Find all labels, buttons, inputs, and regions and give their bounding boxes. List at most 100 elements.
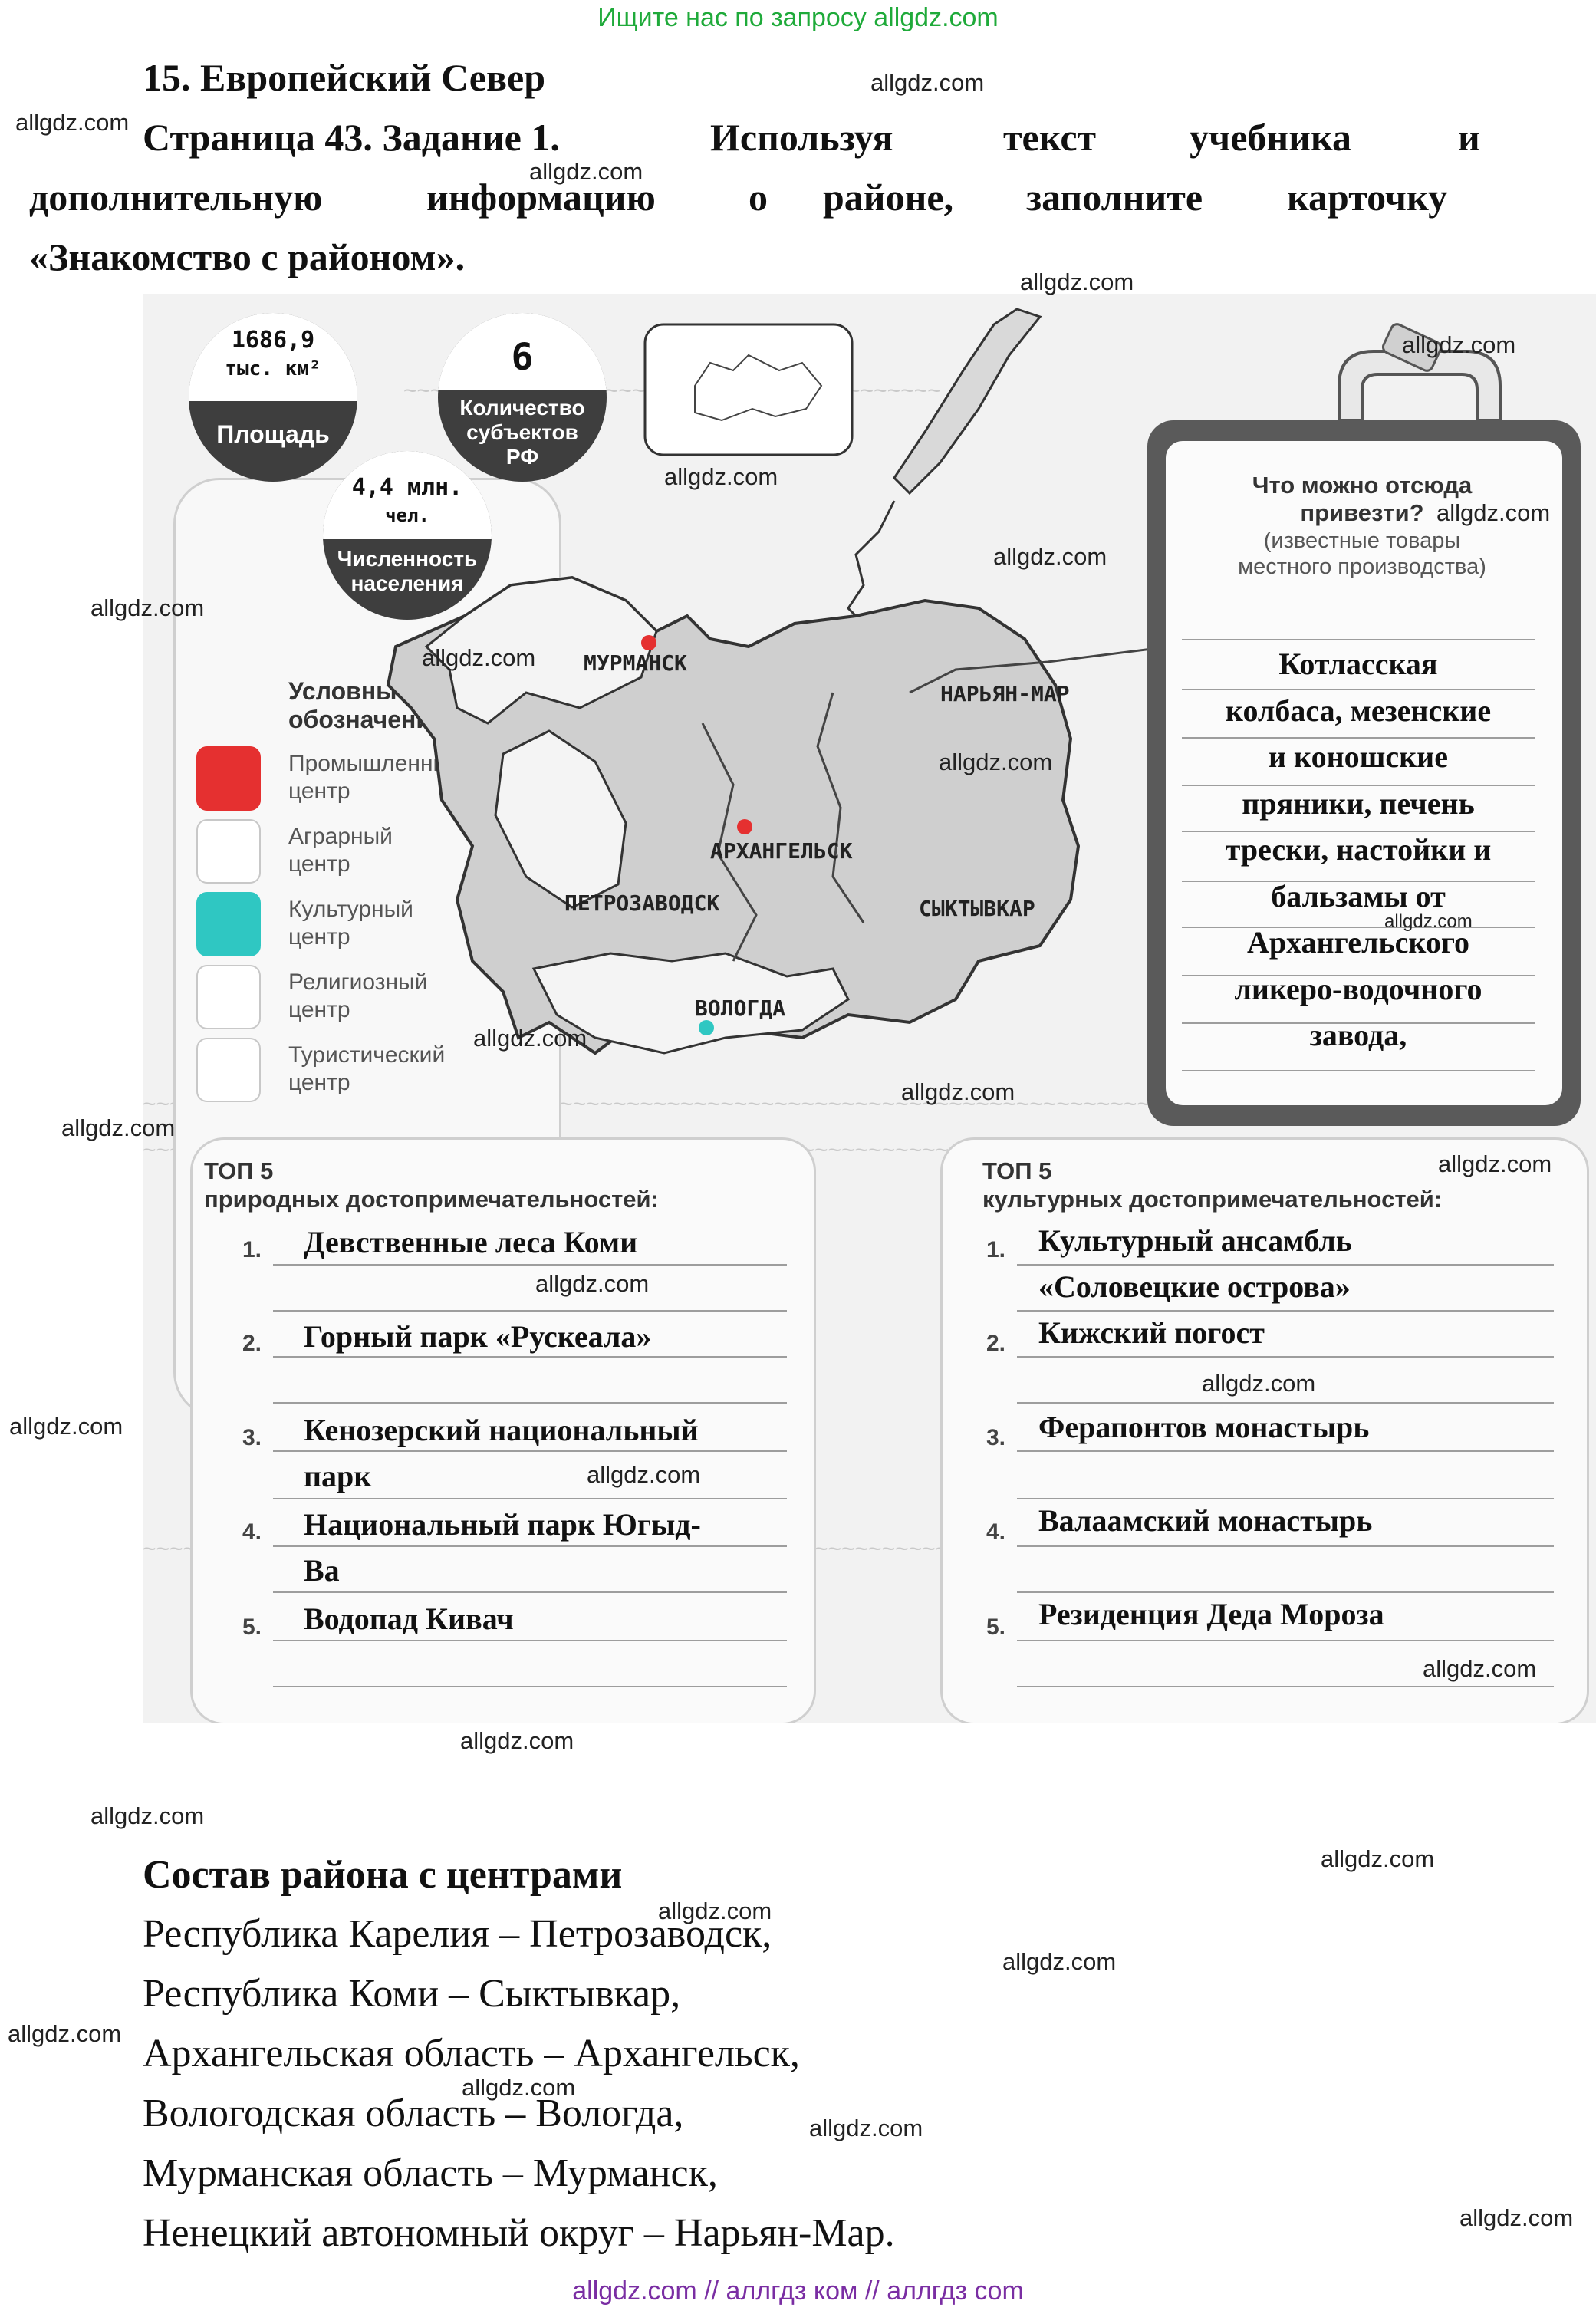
population-unit: чел.: [385, 505, 429, 526]
watermark: allgdz.com: [1384, 911, 1473, 932]
nature-num-1: 1.: [242, 1237, 262, 1262]
map-label-murmansk: МУРМАНСК: [584, 650, 687, 676]
task-word-6: информацию: [426, 176, 656, 219]
task-word-8: районе,: [823, 176, 954, 219]
top-banner[interactable]: Ищите нас по запросу allgdz.com: [597, 3, 999, 32]
souvenir-line: колбаса, мезенские: [1225, 693, 1492, 728]
nature-num-4: 4.: [242, 1519, 262, 1545]
watermark: allgdz.com: [587, 1461, 701, 1488]
map-label-vologda: ВОЛОГДА: [695, 996, 786, 1021]
watermark: allgdz.com: [90, 1802, 205, 1829]
nature-num-3: 3.: [242, 1425, 262, 1450]
composition-line: Вологодская область – Вологда,: [143, 2092, 684, 2135]
legend-agrarian-label: Аграрный центр: [288, 824, 393, 877]
watermark: allgdz.com: [9, 1413, 123, 1440]
area-value: 1686,9: [231, 327, 315, 354]
task-line-1: Страница 43. Задание 1. Используя текст …: [143, 115, 1481, 161]
region-map: [386, 308, 1171, 1055]
culture-num-4: 4.: [986, 1519, 1006, 1545]
watermark: allgdz.com: [1020, 268, 1134, 295]
composition-line: Мурманская область – Мурманск,: [143, 2151, 718, 2195]
top-culture-subheading: культурных достопримечательностей:: [982, 1186, 1443, 1213]
watermark: allgdz.com: [15, 109, 130, 136]
task-word-10: карточку: [1287, 176, 1448, 219]
nature-item-5: Водопад Кивач: [304, 1601, 514, 1636]
watermark: allgdz.com: [8, 2020, 122, 2047]
watermark: allgdz.com: [460, 1727, 574, 1754]
souvenir-line: трески, настойки и: [1225, 832, 1492, 867]
nature-item-3-line-1: Кенозерский национальный: [304, 1413, 699, 1447]
legend-tourist-label: Туристический центр: [288, 1042, 446, 1095]
culture-item-2: Кижский погост: [1038, 1315, 1265, 1350]
watermark: allgdz.com: [1321, 1845, 1435, 1872]
culture-item-4: Валаамский монастырь: [1038, 1503, 1373, 1538]
nature-item-4-line-2: Ва: [304, 1553, 340, 1588]
map-label-syktyvkar: СЫКТЫВКАР: [919, 896, 1035, 921]
watermark: allgdz.com: [1423, 1655, 1537, 1682]
watermark: allgdz.com: [462, 2074, 576, 2101]
nature-item-4-line-1: Национальный парк Югыд-: [304, 1507, 701, 1542]
souvenir-title: Что можно отсюда привезти?: [1252, 472, 1473, 526]
task-word-9: заполните: [1026, 176, 1203, 219]
souvenir-line: бальзамы от: [1271, 878, 1446, 913]
bottom-banner[interactable]: allgdz.com // аллгдз ком // аллгдз com: [572, 2276, 1024, 2306]
task-word-4: и: [1458, 116, 1480, 159]
subjects-label: Количество субъектов РФ: [459, 396, 585, 469]
task-word-5: дополнительную: [29, 176, 323, 219]
subjects-value: 6: [511, 336, 534, 379]
nature-item-3-line-2: парк: [304, 1459, 372, 1493]
watermark: allgdz.com: [939, 749, 1053, 775]
murmansk-dot: [641, 635, 656, 650]
souvenir-line: Котласская: [1278, 647, 1438, 681]
top-culture-heading: ТОП 5: [982, 1157, 1052, 1184]
task-word-1: Используя: [710, 116, 893, 159]
nature-item-1: Девственные леса Коми: [304, 1225, 638, 1259]
culture-num-2: 2.: [986, 1331, 1006, 1356]
composition-title: Состав района с центрами: [143, 1853, 623, 1897]
legend-industrial-swatch: [196, 746, 261, 811]
culture-item-3: Ферапонтов монастырь: [1038, 1410, 1370, 1444]
legend-religious-label: Религиозный центр: [288, 969, 428, 1022]
watermark: allgdz.com: [809, 2115, 923, 2141]
watermark: allgdz.com: [1002, 1948, 1117, 1975]
map-label-arkhangelsk: АРХАНГЕЛЬСК: [710, 838, 853, 864]
task-number: Страница 43. Задание 1.: [143, 116, 560, 159]
souvenir-line: ликеро-водочного: [1234, 971, 1482, 1006]
nature-item-3: Кенозерский национальный парк: [304, 1407, 795, 1499]
watermark: allgdz.com: [1402, 331, 1516, 358]
culture-item-5: Резиденция Деда Мороза: [1038, 1597, 1384, 1631]
souvenir-answer: Котласская колбаса, мезенские и коношски…: [1174, 641, 1542, 1059]
legend-cultural-swatch: [196, 892, 261, 956]
souvenir-subtitle: (известные товары местного производства): [1238, 528, 1486, 579]
watermark: allgdz.com: [422, 644, 536, 671]
culture-num-1: 1.: [986, 1237, 1006, 1262]
souvenir-line: пряники, печень: [1242, 785, 1475, 821]
map-label-naryan-mar: НАРЬЯН-МАР: [940, 681, 1070, 706]
watermark: allgdz.com: [1459, 2204, 1574, 2231]
subjects-circle: 6 Количество субъектов РФ: [438, 313, 607, 482]
composition-line: Архангельская область – Архангельск,: [143, 2032, 800, 2075]
watermark: allgdz.com: [529, 158, 643, 185]
legend-industrial-label: Промышленный центр: [288, 751, 462, 804]
map-label-petrozavodsk: ПЕТРОЗАВОДСК: [564, 890, 720, 916]
population-label: Численность населения: [337, 547, 478, 595]
legend-agrarian-swatch: [196, 819, 261, 884]
culture-item-1-line-1: Культурный ансамбль: [1038, 1223, 1352, 1258]
suitcase-illustration: [1147, 323, 1581, 1126]
watermark: allgdz.com: [870, 69, 985, 96]
souvenir-line: и коношские: [1269, 739, 1448, 774]
nature-item-2: Горный парк «Рускеала»: [304, 1319, 652, 1354]
area-label: Площадь: [216, 420, 330, 448]
composition-line: Республика Карелия – Петрозаводск,: [143, 1912, 772, 1956]
watermark: allgdz.com: [664, 463, 778, 490]
culture-item-1: Культурный ансамбль «Соловецкие острова»: [1038, 1218, 1529, 1310]
task-word-7: о: [749, 176, 768, 219]
watermark: allgdz.com: [61, 1114, 176, 1141]
legend-tourist-swatch: [196, 1038, 261, 1102]
watermark: allgdz.com: [993, 543, 1107, 570]
top-nature-box: [190, 1137, 816, 1723]
nature-num-2: 2.: [242, 1331, 262, 1356]
watermark: allgdz.com: [1202, 1370, 1316, 1397]
vologda-dot: [699, 1020, 714, 1035]
task-line-2: дополнительную информацию о районе, запо…: [29, 175, 1481, 221]
